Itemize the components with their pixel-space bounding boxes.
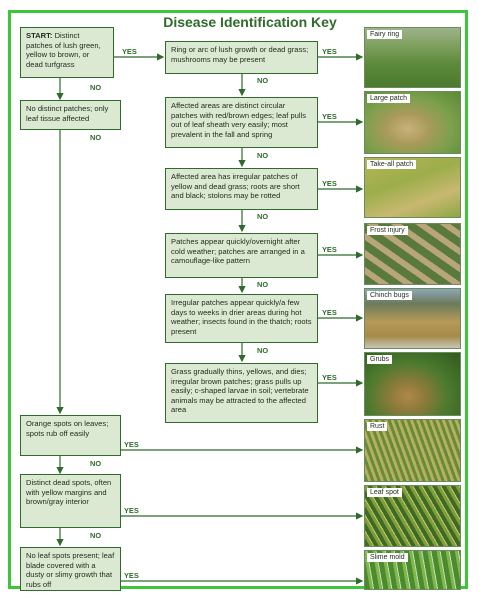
photo-caption: Frost injury [367, 226, 408, 235]
take-all-patch-photo: Take-all patch [364, 157, 461, 218]
start-text: Distinct patches of lush green, yellow t… [26, 31, 101, 69]
rust-question-text: Orange spots on leaves; spots rub off ea… [26, 419, 109, 438]
grubs-photo: Grubs [364, 352, 461, 416]
no-label: NO [257, 212, 269, 221]
yes-label: YES [124, 440, 139, 449]
no-patches-box: No distinct patches; only leaf tissue af… [20, 100, 121, 130]
yes-label: YES [322, 47, 337, 56]
slime-mold-photo: Slime mold [364, 550, 461, 590]
leaf-spot-question-box: Distinct dead spots, often with yellow m… [20, 474, 121, 528]
fairy-ring-question-text: Ring or arc of lush growth or dead grass… [171, 45, 309, 64]
take-all-question-box: Affected area has irregular patches of y… [165, 168, 318, 210]
photo-caption: Chinch bugs [367, 291, 412, 300]
fairy-ring-photo: Fairy ring [364, 27, 461, 88]
photo-caption: Slime mold [367, 553, 408, 562]
leaf-spot-question-text: Distinct dead spots, often with yellow m… [26, 478, 112, 507]
yes-label: YES [124, 506, 139, 515]
no-label: NO [90, 459, 102, 468]
chinch-bugs-photo: Chinch bugs [364, 288, 461, 349]
rust-question-box: Orange spots on leaves; spots rub off ea… [20, 415, 121, 456]
leaf-spot-photo: Leaf spot [364, 485, 461, 547]
photo-caption: Fairy ring [367, 30, 403, 39]
no-label: NO [90, 531, 102, 540]
frost-injury-question-text: Patches appear quickly/overnight after c… [171, 237, 305, 266]
photo-caption: Take-all patch [367, 160, 417, 169]
no-patches-text: No distinct patches; only leaf tissue af… [26, 104, 109, 123]
no-label: NO [257, 280, 269, 289]
slime-mold-question-text: No leaf spots present; leaf blade covere… [26, 551, 115, 589]
yes-label: YES [322, 373, 337, 382]
grubs-question-box: Grass gradually thins, yellows, and dies… [165, 363, 318, 423]
large-patch-photo: Large patch [364, 91, 461, 154]
chinch-bugs-question-text: Irregular patches appear quickly/a few d… [171, 298, 312, 336]
photo-caption: Leaf spot [367, 488, 402, 497]
photo-caption: Large patch [367, 94, 410, 103]
rust-photo: Rust [364, 419, 461, 482]
chinch-bugs-question-box: Irregular patches appear quickly/a few d… [165, 294, 318, 343]
slime-mold-question-box: No leaf spots present; leaf blade covere… [20, 547, 121, 591]
grubs-question-text: Grass gradually thins, yellows, and dies… [171, 367, 309, 415]
yes-label: YES [322, 179, 337, 188]
start-box: START: Distinct patches of lush green, y… [20, 27, 114, 78]
yes-label: YES [322, 245, 337, 254]
yes-label: YES [322, 308, 337, 317]
photo-caption: Rust [367, 422, 388, 431]
page-title: Disease Identification Key [163, 14, 337, 30]
page-frame [8, 10, 468, 589]
frost-injury-question-box: Patches appear quickly/overnight after c… [165, 233, 318, 278]
yes-label: YES [124, 571, 139, 580]
no-label: NO [90, 133, 102, 142]
start-label: START: [26, 31, 53, 40]
no-label: NO [257, 151, 269, 160]
take-all-question-text: Affected area has irregular patches of y… [171, 172, 300, 201]
photo-caption: Grubs [367, 355, 393, 364]
large-patch-question-box: Affected areas are distinct circular pat… [165, 97, 318, 148]
large-patch-question-text: Affected areas are distinct circular pat… [171, 101, 307, 139]
yes-label: YES [322, 112, 337, 121]
frost-injury-photo: Frost injury [364, 223, 461, 285]
fairy-ring-question-box: Ring or arc of lush growth or dead grass… [165, 41, 318, 74]
no-label: NO [257, 76, 269, 85]
no-label: NO [257, 346, 269, 355]
no-label: NO [90, 83, 102, 92]
yes-label: YES [122, 47, 137, 56]
